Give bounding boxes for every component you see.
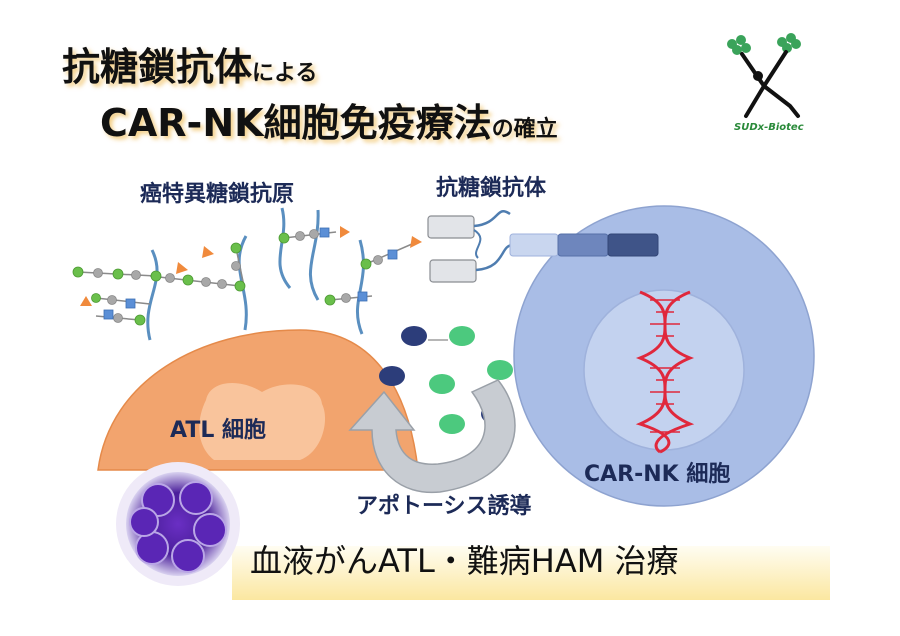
- title-suffix-1: による: [252, 61, 318, 86]
- logo-text: SUDx-Biotec: [734, 122, 804, 133]
- bottom-highlight-band: [232, 546, 830, 600]
- stick-figure-logo-icon: [727, 33, 801, 118]
- dna-helix-icon: [635, 290, 695, 454]
- atl-cell-image: [116, 462, 240, 586]
- title-main-2: CAR-NK細胞免疫療法: [100, 101, 492, 145]
- glycan-chains: [72, 226, 422, 326]
- title-line-1: 抗糖鎖抗体による: [62, 36, 317, 91]
- granules: [379, 326, 513, 434]
- label-car-nk-cell: CAR-NK 細胞: [584, 462, 731, 487]
- label-apoptosis: アポトーシス誘導: [356, 494, 532, 519]
- label-atl-cell: ATL 細胞: [170, 418, 267, 443]
- title-suffix-2: の確立: [491, 117, 558, 142]
- apoptosis-arrow-icon: [348, 379, 516, 494]
- title-main-1: 抗糖鎖抗体: [62, 45, 253, 89]
- label-antibody: 抗糖鎖抗体: [436, 176, 547, 201]
- title-line-2: CAR-NK細胞免疫療法の確立: [100, 92, 558, 147]
- bottom-caption: 血液がんATL・難病HAM 治療: [250, 542, 679, 580]
- label-antigen: 癌特異糖鎖抗原: [140, 182, 295, 207]
- glycan-stalks: [146, 207, 365, 341]
- car-receptor: [427, 210, 659, 283]
- atl-nucleus: [199, 382, 326, 460]
